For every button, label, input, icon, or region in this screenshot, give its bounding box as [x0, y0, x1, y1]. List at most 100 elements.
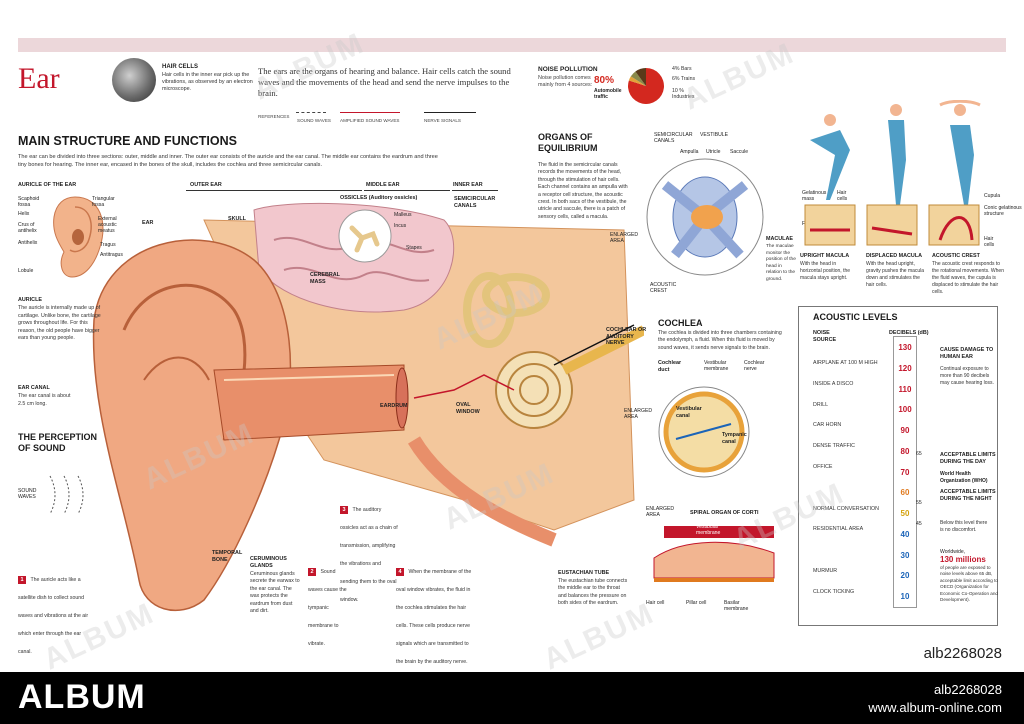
caption-displaced-title: DISPLACED MACULA — [866, 253, 923, 259]
hair-cells-text: Hair cells in the inner ear pick up the … — [162, 72, 253, 92]
caption-crest-title: ACOUSTIC CREST — [932, 253, 980, 259]
main-structure-title: MAIN STRUCTURE AND FUNCTIONS — [18, 134, 237, 148]
acoustic-col-db: DECIBELS (dB) — [889, 330, 929, 336]
hair-cells-title: HAIR CELLS — [162, 64, 198, 70]
footer-image-id: alb2268028 — [934, 682, 1002, 697]
ear-canal-text: The ear canal is about 2.5 cm long. — [18, 393, 71, 407]
inner-ear-label: INNER EAR — [453, 182, 483, 188]
album-logo: ALBUM — [18, 678, 146, 716]
auricle-label-scaphoid: Scaphoid fossa — [18, 196, 40, 208]
decibel-level-110: 110 — [898, 384, 912, 394]
eq-label-ampulla: Ampulla — [680, 149, 699, 155]
mark-55: 55 — [916, 500, 922, 506]
step-1: 1 The auricle acts like a satellite dish… — [18, 568, 94, 658]
step-4: 4 When the membrane of the oval window v… — [396, 560, 476, 668]
cochlea-label-vestibular-membrane: Vestibular membrane — [704, 360, 729, 372]
step-2-number: 2 — [308, 568, 316, 576]
skull-label: SKULL — [228, 216, 246, 222]
decibel-level-90: 90 — [900, 426, 910, 436]
corti-label-hair-cell: Hair cell — [646, 600, 665, 606]
cochlea-illustration — [658, 386, 750, 478]
millions-label: 130 millions — [940, 555, 986, 564]
amplified-line — [340, 112, 400, 113]
auricle-label-lobule: Lobule — [18, 268, 34, 274]
equilibrium-title: ORGANS OF EQUILIBRIUM — [538, 132, 598, 153]
cochlea-label-tympanic-canal: Tympanic canal — [722, 432, 747, 445]
semicircular-canals-label: SEMICIRCULAR CANALS — [454, 196, 496, 209]
fig-label-gelatinous: Gelatinous mass — [802, 190, 827, 202]
noise-text: Noise pollution comes mainly from 4 sour… — [538, 75, 593, 88]
temporal-bone-label: TEMPORAL BONE — [212, 550, 243, 563]
step-2: 2 Sound waves cause the tympanic membran… — [308, 560, 348, 650]
decibel-level-20: 20 — [900, 571, 910, 581]
night-limits-title: ACCEPTABLE LIMITS DURING THE NIGHT — [940, 489, 996, 502]
middle-ear-label: MIDDLE EAR — [366, 182, 400, 188]
ear-canal-title: EAR CANAL — [18, 385, 50, 391]
cochlea-label-duct: Cochlear duct — [658, 360, 682, 373]
decibel-level-130: 130 — [898, 343, 912, 352]
acoustic-title: ACOUSTIC LEVELS — [813, 312, 898, 322]
eq-label-semicircular: SEMICIRCULAR CANALS — [654, 132, 693, 144]
ear-label: EAR — [142, 220, 154, 226]
ref-nerve-signals: NERVE SIGNALS — [424, 118, 461, 123]
footer-band — [0, 672, 1024, 724]
balance-figures — [810, 100, 981, 205]
worldwide-label: Worldwide, — [940, 549, 966, 555]
eustachian-text: The eustachian tube connects the middle … — [558, 578, 628, 607]
damage-title: CAUSE DAMAGE TO HUMAN EAR — [940, 347, 994, 360]
cochlea-label-enlarged: ENLARGED AREA — [624, 408, 653, 420]
middle-ear-bracket — [364, 190, 450, 191]
eq-label-saccule: Saccule — [730, 149, 749, 155]
image-id-top: alb2268028 — [923, 645, 1002, 662]
footer-url: www.album-online.com — [868, 700, 1002, 715]
cochlea-label-nerve: Cochlear nerve — [744, 360, 765, 372]
auricle-label-meatus: External acoustic meatus — [98, 216, 117, 234]
auricle-label-triangular: Triangular fossa — [92, 196, 115, 208]
ossicles-label: OSSICLES (Auditory ossicles) — [340, 195, 418, 201]
corti-label-vestibular-membrane: Vestibular membrane — [696, 524, 721, 536]
fig-label-hair-cells: Hair cells — [837, 190, 848, 202]
hair-cells-micrograph — [112, 58, 156, 102]
acoustic-levels-panel — [798, 306, 998, 626]
step-3: 3 The auditory ossicles act as a chain o… — [340, 498, 398, 606]
malleus-label: Malleus — [394, 212, 412, 218]
eardrum-label: EARDRUM — [380, 403, 408, 409]
inner-ear-bracket — [452, 190, 498, 191]
nerve-signal-line — [424, 112, 476, 113]
step-4-number: 4 — [396, 568, 404, 576]
top-color-band — [18, 38, 1006, 52]
decibel-level-40: 40 — [900, 529, 910, 539]
auricle-label-antihelix: Antihelix — [18, 240, 38, 246]
ossicles-inset — [338, 209, 392, 263]
step-3-number: 3 — [340, 506, 348, 514]
cerebral-mass-label: CEREBRAL MASS — [310, 272, 340, 285]
main-structure-text: The ear can be divided into three sectio… — [18, 154, 438, 168]
eq-label-vestibule: VESTIBULE — [700, 132, 729, 138]
cochlea-title: COCHLEA — [658, 318, 703, 328]
auricle-figure-title: AURICLE OF THE EAR — [18, 182, 77, 188]
caption-upright-text: With the head in horizontal position, th… — [800, 261, 851, 281]
cochlea-text: The cochlea is divided into three chambe… — [658, 330, 782, 351]
oval-window-label: OVAL WINDOW — [456, 402, 480, 415]
noise-title: NOISE POLLUTION — [538, 66, 598, 73]
corti-label-basilar: Basilar membrane — [724, 600, 749, 612]
maculae-text: The maculae monitor the position of the … — [766, 244, 796, 282]
stapes-label: Stapes — [406, 245, 422, 251]
noise-source-item: DRILL — [813, 401, 829, 408]
auricle-label-antitragus: Antitragus — [100, 252, 123, 258]
noise-legend-trains: 6% Trains — [672, 76, 696, 82]
step-3-text: The auditory ossicles act as a chain of … — [340, 507, 398, 603]
auricle-label-helix: Helix — [18, 211, 30, 217]
fig-label-hair-cells-2: Hair cells — [984, 236, 995, 248]
noise-source-item: DENSE TRAFFIC — [813, 443, 855, 450]
auricle-label-tragus: Tragus — [100, 242, 116, 248]
decibel-level-50: 50 — [900, 509, 910, 519]
outer-ear-label: OUTER EAR — [190, 182, 222, 188]
decibel-level-100: 100 — [898, 405, 912, 415]
decibel-level-30: 30 — [900, 550, 910, 560]
damage-text: Continual exposure to more than 90 decib… — [940, 366, 994, 386]
day-limits-text: World Health Organization (WHO) — [940, 471, 988, 484]
noise-source-item: AIRPLANE AT 100 M HIGH — [813, 360, 878, 367]
noise-source-item: CLOCK TICKING — [813, 588, 855, 595]
